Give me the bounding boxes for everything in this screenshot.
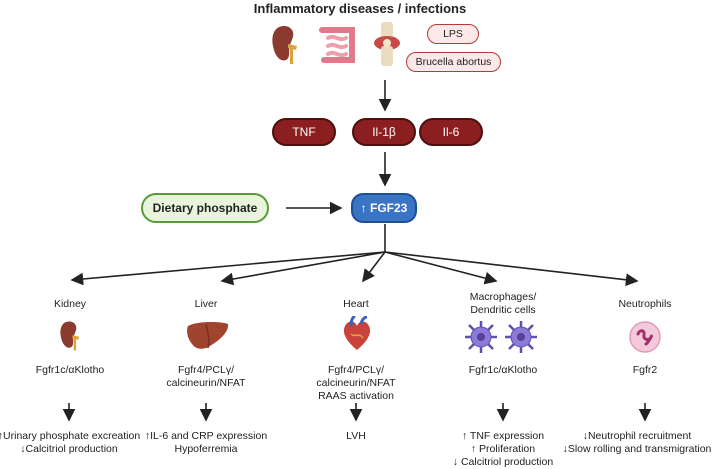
dendritic-cell-icon (465, 321, 537, 353)
branch-heart (362, 251, 386, 283)
target-name-liver: Liver (194, 298, 218, 310)
fgf23-box: ↑ FGF23 (351, 193, 417, 223)
branch-macrophages (384, 251, 498, 285)
effect-line: ↓Neutrophil recruitment (582, 430, 692, 442)
effect-line: Hypoferremia (174, 443, 238, 455)
cytokine-tnf: TNF (272, 118, 336, 146)
cytokine-il-1b: Il-1β (352, 118, 416, 146)
effect-line: LVH (346, 430, 366, 442)
target-name-macrophages: Macrophages/ Dendritic cells (469, 291, 537, 316)
target-name-heart: Heart (343, 298, 369, 310)
branch-neutrophils (384, 251, 639, 287)
receptor-kidney: Fgfr1c/αKlotho (35, 364, 105, 376)
effect-line: ↑IL-6 and CRP expression (144, 430, 268, 442)
diagram-title: Inflammatory diseases / infections (253, 1, 467, 16)
target-name-neutrophils: Neutrophils (618, 298, 672, 310)
trigger-brucella-abortus: Brucella abortus (406, 52, 501, 72)
joint-icon (374, 22, 400, 66)
cytokine-il-6: Il-6 (419, 118, 483, 146)
liver-icon (187, 321, 229, 349)
branch-kidney (70, 251, 386, 286)
effects-macrophages: ↑ TNF expression ↑ Proliferation ↓ Calci… (418, 430, 588, 469)
kidney-icon (60, 321, 80, 351)
heart-icon (343, 316, 371, 350)
effect-line: ↓Calcitriol production (20, 443, 118, 455)
effects-heart: LVH (271, 430, 441, 443)
effect-line: ↓ Calcitriol production (452, 456, 554, 468)
target-name-kidney: Kidney (53, 298, 87, 310)
effect-line: ↑ Proliferation (470, 443, 536, 455)
receptor-neutrophils: Fgfr2 (632, 364, 658, 376)
intestine-icon (319, 27, 355, 63)
kidney-icon (272, 26, 297, 64)
receptor-liver: Fgfr4/PCLγ/ calcineurin/NFAT (166, 364, 246, 389)
receptor-macrophages: Fgfr1c/αKlotho (468, 364, 538, 376)
effect-line: ↓Slow rolling and transmigration (562, 443, 712, 455)
branch-liver (220, 251, 386, 286)
effect-line: ↑ TNF expression (461, 430, 545, 442)
effect-line: ↑Urinary phosphate excreation (0, 430, 141, 442)
effects-liver: ↑IL-6 and CRP expression Hypoferremia (121, 430, 291, 456)
effects-neutrophils: ↓Neutrophil recruitment ↓Slow rolling an… (552, 430, 720, 456)
effects-kidney: ↑Urinary phosphate excreation ↓Calcitrio… (0, 430, 154, 456)
dietary-phosphate-box: Dietary phosphate (141, 193, 269, 223)
receptor-heart: Fgfr4/PCLγ/ calcineurin/NFAT RAAS activa… (316, 364, 396, 402)
trigger-lps: LPS (427, 24, 479, 44)
neutrophil-icon (629, 321, 661, 353)
